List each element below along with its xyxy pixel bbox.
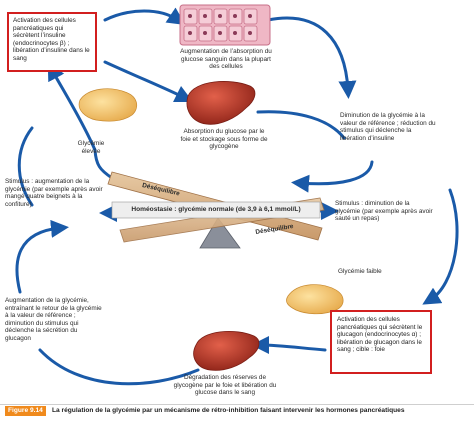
arrow-feedback-bottom-up	[15, 219, 69, 294]
liver-bottom-illustration	[193, 331, 260, 371]
liver-top-caption: Absorption du glucose par le foie et sto…	[180, 128, 268, 151]
feedback-top-text: Diminution de la glycémie à la valeur de…	[340, 112, 436, 142]
arrow-glycemie-elevee-to-pancreas	[47, 62, 97, 152]
diagram-graphics	[15, 4, 459, 386]
glucagon-box: Activation des cellules pancréatiques qu…	[330, 310, 432, 374]
cells-illustration	[179, 4, 271, 46]
cells-caption: Augmentation de l’absorption du glucose …	[180, 48, 272, 71]
arrow-feedback-top-to-seesaw	[291, 160, 374, 193]
arrow-glucagon-to-liver	[251, 336, 327, 355]
insulin-box: Activation des cellules pancréatiques qu…	[7, 12, 97, 72]
arrow-cells-to-feedback	[266, 16, 357, 99]
figure-caption: La régulation de la glycémie par un méca…	[52, 407, 405, 414]
glycemie-faible-label: Glycémie faible	[338, 268, 382, 275]
glycemie-elevee-label: Glycémie élevée	[77, 140, 105, 155]
homeostasis-label: Homéostasie : glycémie normale (de 3,9 à…	[131, 206, 301, 213]
arrow-right-loop-down	[422, 188, 459, 305]
seesaw	[107, 171, 325, 249]
figure-label: Figure 9.14	[5, 406, 46, 416]
stimulus-high-text: Stimulus : augmentation de la glycémie (…	[5, 178, 103, 208]
arrow-left-loop-up	[17, 126, 34, 207]
arrow-seesaw-to-glycemie-elevee	[93, 148, 114, 180]
liver-bottom-caption: Dégradation des réserves de glycogène pa…	[173, 374, 277, 397]
arrow-liver-to-feedback	[256, 110, 346, 140]
stimulus-low-text: Stimulus : diminution de la glycémie (pa…	[335, 200, 433, 223]
feedback-bottom-text: Augmentation de la glycémie, entraînant …	[5, 297, 102, 342]
arrow-liver-to-feedback-bottom	[38, 348, 200, 386]
caption-bar	[0, 404, 474, 422]
arrow-insulin-to-cells	[103, 7, 186, 25]
arrow-insulin-to-liver	[103, 60, 194, 103]
pancreas-top-illustration	[78, 88, 138, 122]
liver-top-illustration	[186, 81, 256, 125]
